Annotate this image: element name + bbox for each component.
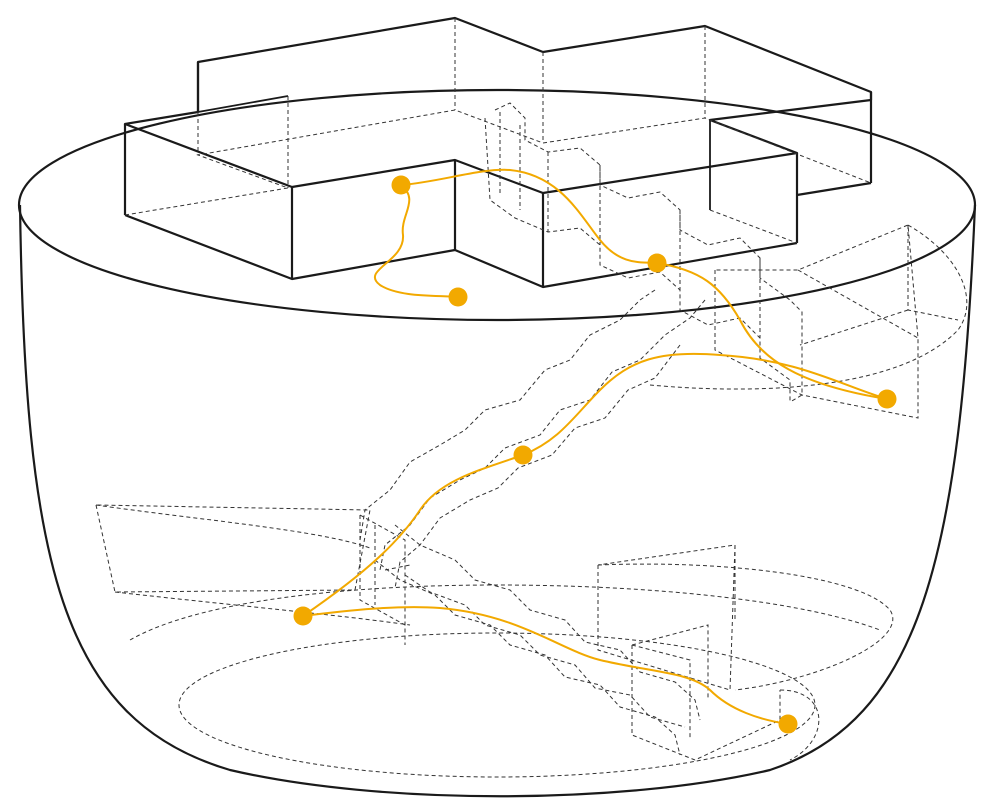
building-hidden-base [124, 109, 872, 216]
chamber-right-bottom-arc [779, 689, 820, 761]
stair-tunnel-lower [394, 524, 701, 721]
plinth-floor-ellipse [178, 632, 816, 778]
underground-chambers [95, 224, 968, 761]
plinth-bowl-outline [18, 204, 977, 798]
stair-tunnel-upper [494, 102, 803, 403]
building-hidden-base [709, 209, 798, 244]
path-node [778, 714, 798, 734]
underground-stair-tunnels [359, 102, 803, 756]
stair-tunnel-middle [359, 289, 656, 541]
path-node [448, 287, 468, 307]
building-roof-notch [197, 95, 289, 113]
plinth-top-ellipse [17, 88, 977, 322]
chamber-right-lower [597, 544, 736, 691]
path-segment [400, 168, 658, 264]
path-segment [302, 454, 524, 617]
chamber-right-upper [714, 224, 919, 419]
path-node [647, 253, 667, 273]
path-node [877, 389, 897, 409]
building-base-right [796, 181, 872, 197]
building-base-outline [124, 213, 798, 289]
path-node [391, 175, 411, 195]
path-segment [302, 606, 789, 725]
path-segment [373, 184, 459, 298]
chamber-right-upper-arc [649, 224, 968, 390]
stair-tunnel-middle [394, 344, 681, 589]
chamber-left [95, 504, 371, 593]
path-segment [656, 262, 888, 400]
stair-tunnel-lower [374, 559, 681, 756]
path-node [293, 606, 313, 626]
chamber-right-lower-arc [597, 563, 894, 691]
plinth-volume [17, 88, 977, 798]
chamber-right-upper [797, 225, 959, 346]
stair-tunnel-lower [404, 574, 686, 728]
stair-tunnel-upper [499, 112, 761, 338]
stair-tunnel-middle [379, 299, 706, 571]
circulation-path [293, 168, 897, 734]
plinth-hidden-back [129, 584, 881, 641]
chamber-left-arc [95, 504, 411, 626]
path-segment [522, 352, 888, 456]
cross-shaped-building [123, 16, 873, 289]
path-node [513, 445, 533, 465]
stair-junction-box [359, 514, 411, 645]
chamber-right-bottom [631, 624, 781, 761]
